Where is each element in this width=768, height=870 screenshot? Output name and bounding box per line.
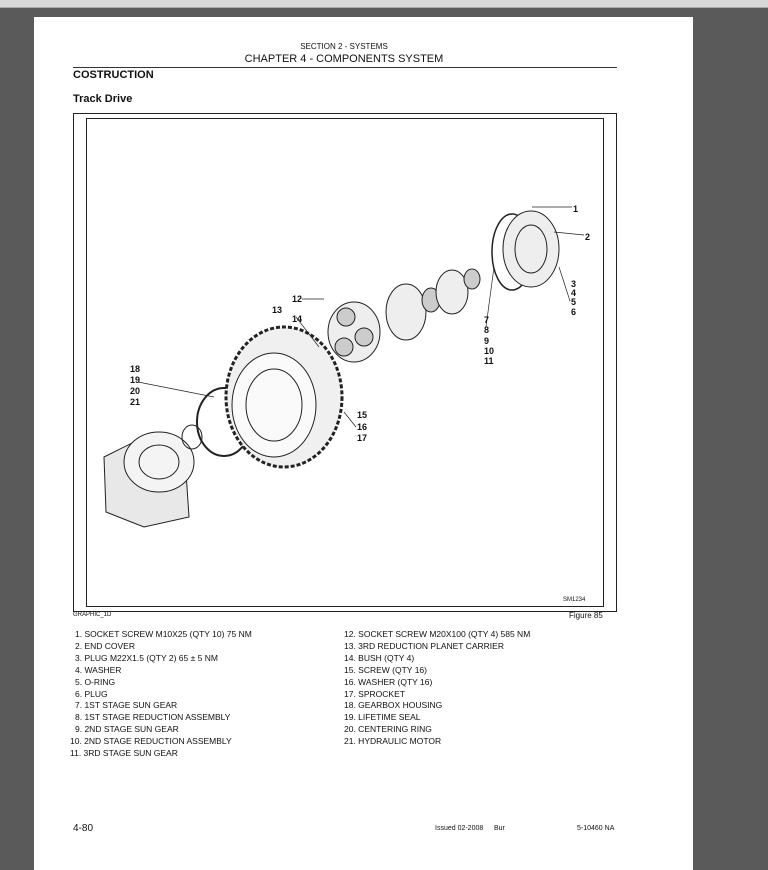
legend-item: 7. 1ST STAGE SUN GEAR [75,700,178,711]
legend-item: 2. END COVER [75,640,135,651]
legend-item: 20. CENTERING RING [344,724,432,735]
callout-19: 19 [130,375,140,385]
figure-code: SM1234 [563,597,586,603]
leader-lines [137,206,585,428]
legend-item: 5. O-RING [75,676,116,687]
callout-9: 9 [484,336,489,346]
legend-item: 1. SOCKET SCREW M10X25 (QTY 10) 75 NM [75,629,252,639]
callout-14: 14 [292,314,302,324]
legend-item: 18. GEARBOX HOUSING [344,700,443,711]
legend-item: 12. SOCKET SCREW M20X100 (QTY 4) 585 NM [344,629,531,639]
callout-20: 20 [130,386,140,396]
viewer-toolbar [0,0,768,8]
callout-8: 8 [484,325,489,335]
gearbox-housing-sprocket [224,325,344,469]
callout-7: 7 [484,315,489,325]
legend-item: 17. SPROCKET [344,688,405,699]
legend-item: 19. LIFETIME SEAL [344,712,421,723]
callout-13: 13 [272,305,282,315]
graphic-id: GRAPHIC_1D [73,612,112,618]
main-heading: COSTRUCTION [73,69,154,81]
legend-item: 21. HYDRAULIC MOTOR [344,736,442,747]
exploded-diagram: 1 2 3 4 5 6 7 8 9 10 11 12 13 14 15 16 1… [103,204,590,528]
legend-item: 4. WASHER [75,664,122,675]
document-page: SECTION 2 - SYSTEMS CHAPTER 4 - COMPONEN… [34,17,693,870]
legend-item: 16. WASHER (QTY 16) [344,676,433,687]
callout-1: 1 [573,204,578,214]
issued-date: Issued 02-2008 [435,825,484,832]
legend-item: 9. 2ND STAGE SUN GEAR [75,724,179,735]
callout-18: 18 [130,364,140,374]
callout-6: 6 [571,307,576,317]
figure-frame [73,113,617,612]
callout-12: 12 [292,294,302,304]
sub-heading: Track Drive [73,93,133,105]
legend-left: 1. SOCKET SCREW M10X25 (QTY 10) 75 NM 2.… [70,629,252,760]
legend-item: 13. 3RD REDUCTION PLANET CARRIER [344,640,504,651]
figure-caption: Figure 85 [569,611,603,620]
legend-item: 8. 1ST STAGE REDUCTION ASSEMBLY [75,712,231,723]
callout-3: 3 [571,279,576,289]
callout-10: 10 [484,346,494,356]
hydraulic-motor [103,431,195,528]
figure-inner-frame [86,118,604,607]
callout-2: 2 [585,232,590,242]
planet-carrier [327,301,381,363]
centering-ring [181,424,203,450]
callout-11: 11 [484,356,494,366]
legend-item: 11. 3RD STAGE SUN GEAR [70,748,178,759]
callout-16: 16 [357,422,367,432]
document-number: 5-10460 NA [577,825,615,832]
reduction-assemblies [385,268,481,341]
legend-item: 6. PLUG [75,688,108,699]
end-cover [491,210,560,291]
callout-21: 21 [130,397,140,407]
legend-item: 14. BUSH (QTY 4) [344,652,415,663]
legend-item: 15. SCREW (QTY 16) [344,664,427,675]
section-header: SECTION 2 - SYSTEMS [300,42,388,51]
callout-15: 15 [357,410,367,420]
callout-17: 17 [357,433,367,443]
legend-item: 10. 2ND STAGE REDUCTION ASSEMBLY [70,736,232,747]
legend-item: 3. PLUG M22X1.5 (QTY 2) 65 ± 5 NM [75,652,218,663]
header-rule [73,67,617,68]
footer-bur: Bur [494,825,505,832]
callout-4: 4 [571,288,576,298]
callout-5: 5 [571,297,576,307]
page-number: 4-80 [73,823,94,834]
legend-right: 12. SOCKET SCREW M20X100 (QTY 4) 585 NM … [344,629,530,748]
chapter-header: CHAPTER 4 - COMPONENTS SYSTEM [244,53,444,65]
